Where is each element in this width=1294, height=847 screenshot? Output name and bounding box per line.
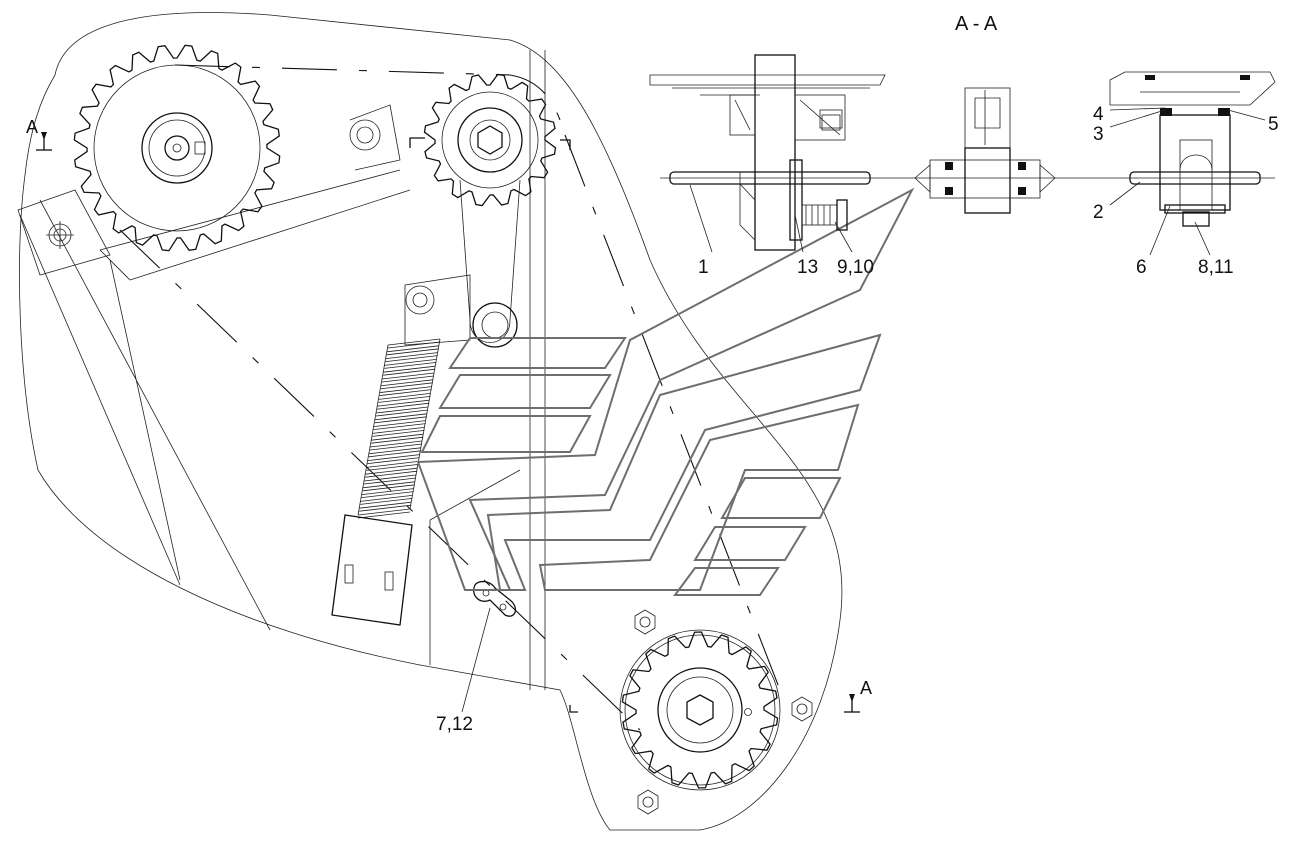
sprocket-large-center	[172, 143, 182, 153]
spring-coil	[374, 413, 427, 424]
section-right-assembly	[1109, 71, 1276, 227]
sprocket-large-hub-inner	[148, 119, 206, 177]
label-part-2: 2	[1093, 202, 1104, 223]
spring-housing-slot-b	[384, 571, 394, 591]
sprocket-large-shaft	[164, 135, 190, 161]
sprocket-drive-hub-inner	[666, 676, 734, 744]
housing-inner-edge	[19, 199, 271, 631]
sprocket-large	[73, 44, 281, 252]
spring-coil	[380, 379, 433, 390]
label-part-6: 6	[1136, 257, 1147, 278]
spring-coil	[360, 495, 413, 505]
spring-coil	[385, 352, 438, 362]
sprocket-idler-rim	[441, 91, 539, 189]
section-title: A - A	[955, 13, 998, 35]
chain-link-pin-b	[499, 603, 507, 611]
sprocket-drive	[621, 631, 779, 789]
sprocket-idler-hub-inner	[469, 119, 511, 161]
mount-plate	[17, 189, 111, 276]
spring-coil	[381, 372, 435, 383]
arm-pivot-inner	[356, 126, 374, 144]
sprocket-drive-hole	[744, 708, 752, 716]
drive-chain-right	[564, 134, 781, 691]
spring-outline	[357, 338, 441, 516]
spring-coil	[365, 467, 418, 478]
label-part-13: 13	[797, 257, 818, 278]
spring-coils	[357, 338, 441, 519]
spring-coil	[384, 359, 437, 369]
mount-bolt-cross	[46, 221, 74, 249]
housing-inner-lines	[429, 50, 546, 690]
drive-chain-connector	[473, 580, 517, 617]
spring-coil	[367, 454, 420, 464]
section-corner-b	[560, 139, 571, 150]
sprocket-large-rim	[93, 64, 261, 232]
label-part-4: 4	[1093, 104, 1104, 125]
idler-arm	[459, 179, 521, 343]
spLarge-teeth	[73, 44, 281, 252]
spring-coil	[372, 427, 425, 437]
drive-chain-left	[119, 229, 641, 731]
sprocket-idler-nut	[477, 125, 503, 155]
spring-top-eye	[405, 285, 435, 315]
section-arrow-bottom-right	[844, 694, 860, 713]
spring-coil	[371, 433, 424, 444]
section-corner-c	[569, 705, 578, 713]
spring-coil	[366, 461, 419, 471]
spring-coil	[377, 399, 430, 410]
spring-coil	[383, 365, 436, 376]
spring-coil	[375, 406, 429, 417]
label-part-5: 5	[1268, 114, 1279, 135]
spring-top-eye-inner	[412, 292, 428, 308]
idler-arm-bushing-inner	[481, 311, 509, 339]
section-arrow-top-left	[36, 132, 52, 151]
flange-outer	[619, 629, 781, 791]
section-middle-assembly	[914, 87, 1056, 214]
sprocket-large-key	[194, 141, 206, 155]
spring-housing	[331, 514, 413, 626]
section-left-assembly	[649, 54, 886, 251]
logo-watermark	[416, 187, 915, 596]
leader-lines	[461, 107, 1266, 713]
spring-coil	[386, 345, 439, 356]
section-corner-a	[409, 137, 425, 148]
sprocket-drive-nut	[686, 694, 714, 726]
section-mark-top-left: A	[26, 117, 38, 137]
spIdler-teeth	[423, 73, 557, 207]
label-part-1: 1	[698, 257, 709, 278]
spring-coil	[361, 488, 414, 498]
spring-coil	[379, 386, 432, 396]
spring-coil	[373, 420, 426, 430]
sprocket-large-hub	[141, 112, 213, 184]
spring-coil	[369, 440, 423, 451]
sprocket-idler	[423, 73, 557, 207]
flange-inner	[624, 634, 776, 786]
spring-housing-slot-a	[344, 564, 354, 584]
drive-chain-top	[174, 64, 566, 136]
spring-coil	[359, 501, 412, 512]
flange-nuts	[634, 609, 813, 815]
spDrive-teeth	[621, 631, 779, 789]
idler-arm-bushing	[472, 302, 518, 348]
arm-pivot-plate	[349, 104, 401, 171]
spring-coil	[387, 338, 441, 349]
label-part-3: 3	[1093, 124, 1104, 145]
arm-pivot	[349, 119, 381, 151]
spring-coil	[357, 508, 411, 519]
sprocket-drive-hub	[657, 667, 743, 753]
label-part-8-11: 8,11	[1198, 257, 1234, 278]
label-part-9-10: 9,10	[837, 257, 874, 278]
spring-coil	[378, 393, 431, 403]
sprocket-idler-hub	[457, 107, 523, 173]
label-part-7-12: 7,12	[436, 714, 473, 735]
spring-rod-top	[404, 274, 471, 346]
spring-coil	[368, 447, 421, 458]
spring-coil	[363, 474, 417, 485]
section-mark-bottom-right: A	[860, 678, 872, 698]
housing-outline	[19, 12, 843, 831]
